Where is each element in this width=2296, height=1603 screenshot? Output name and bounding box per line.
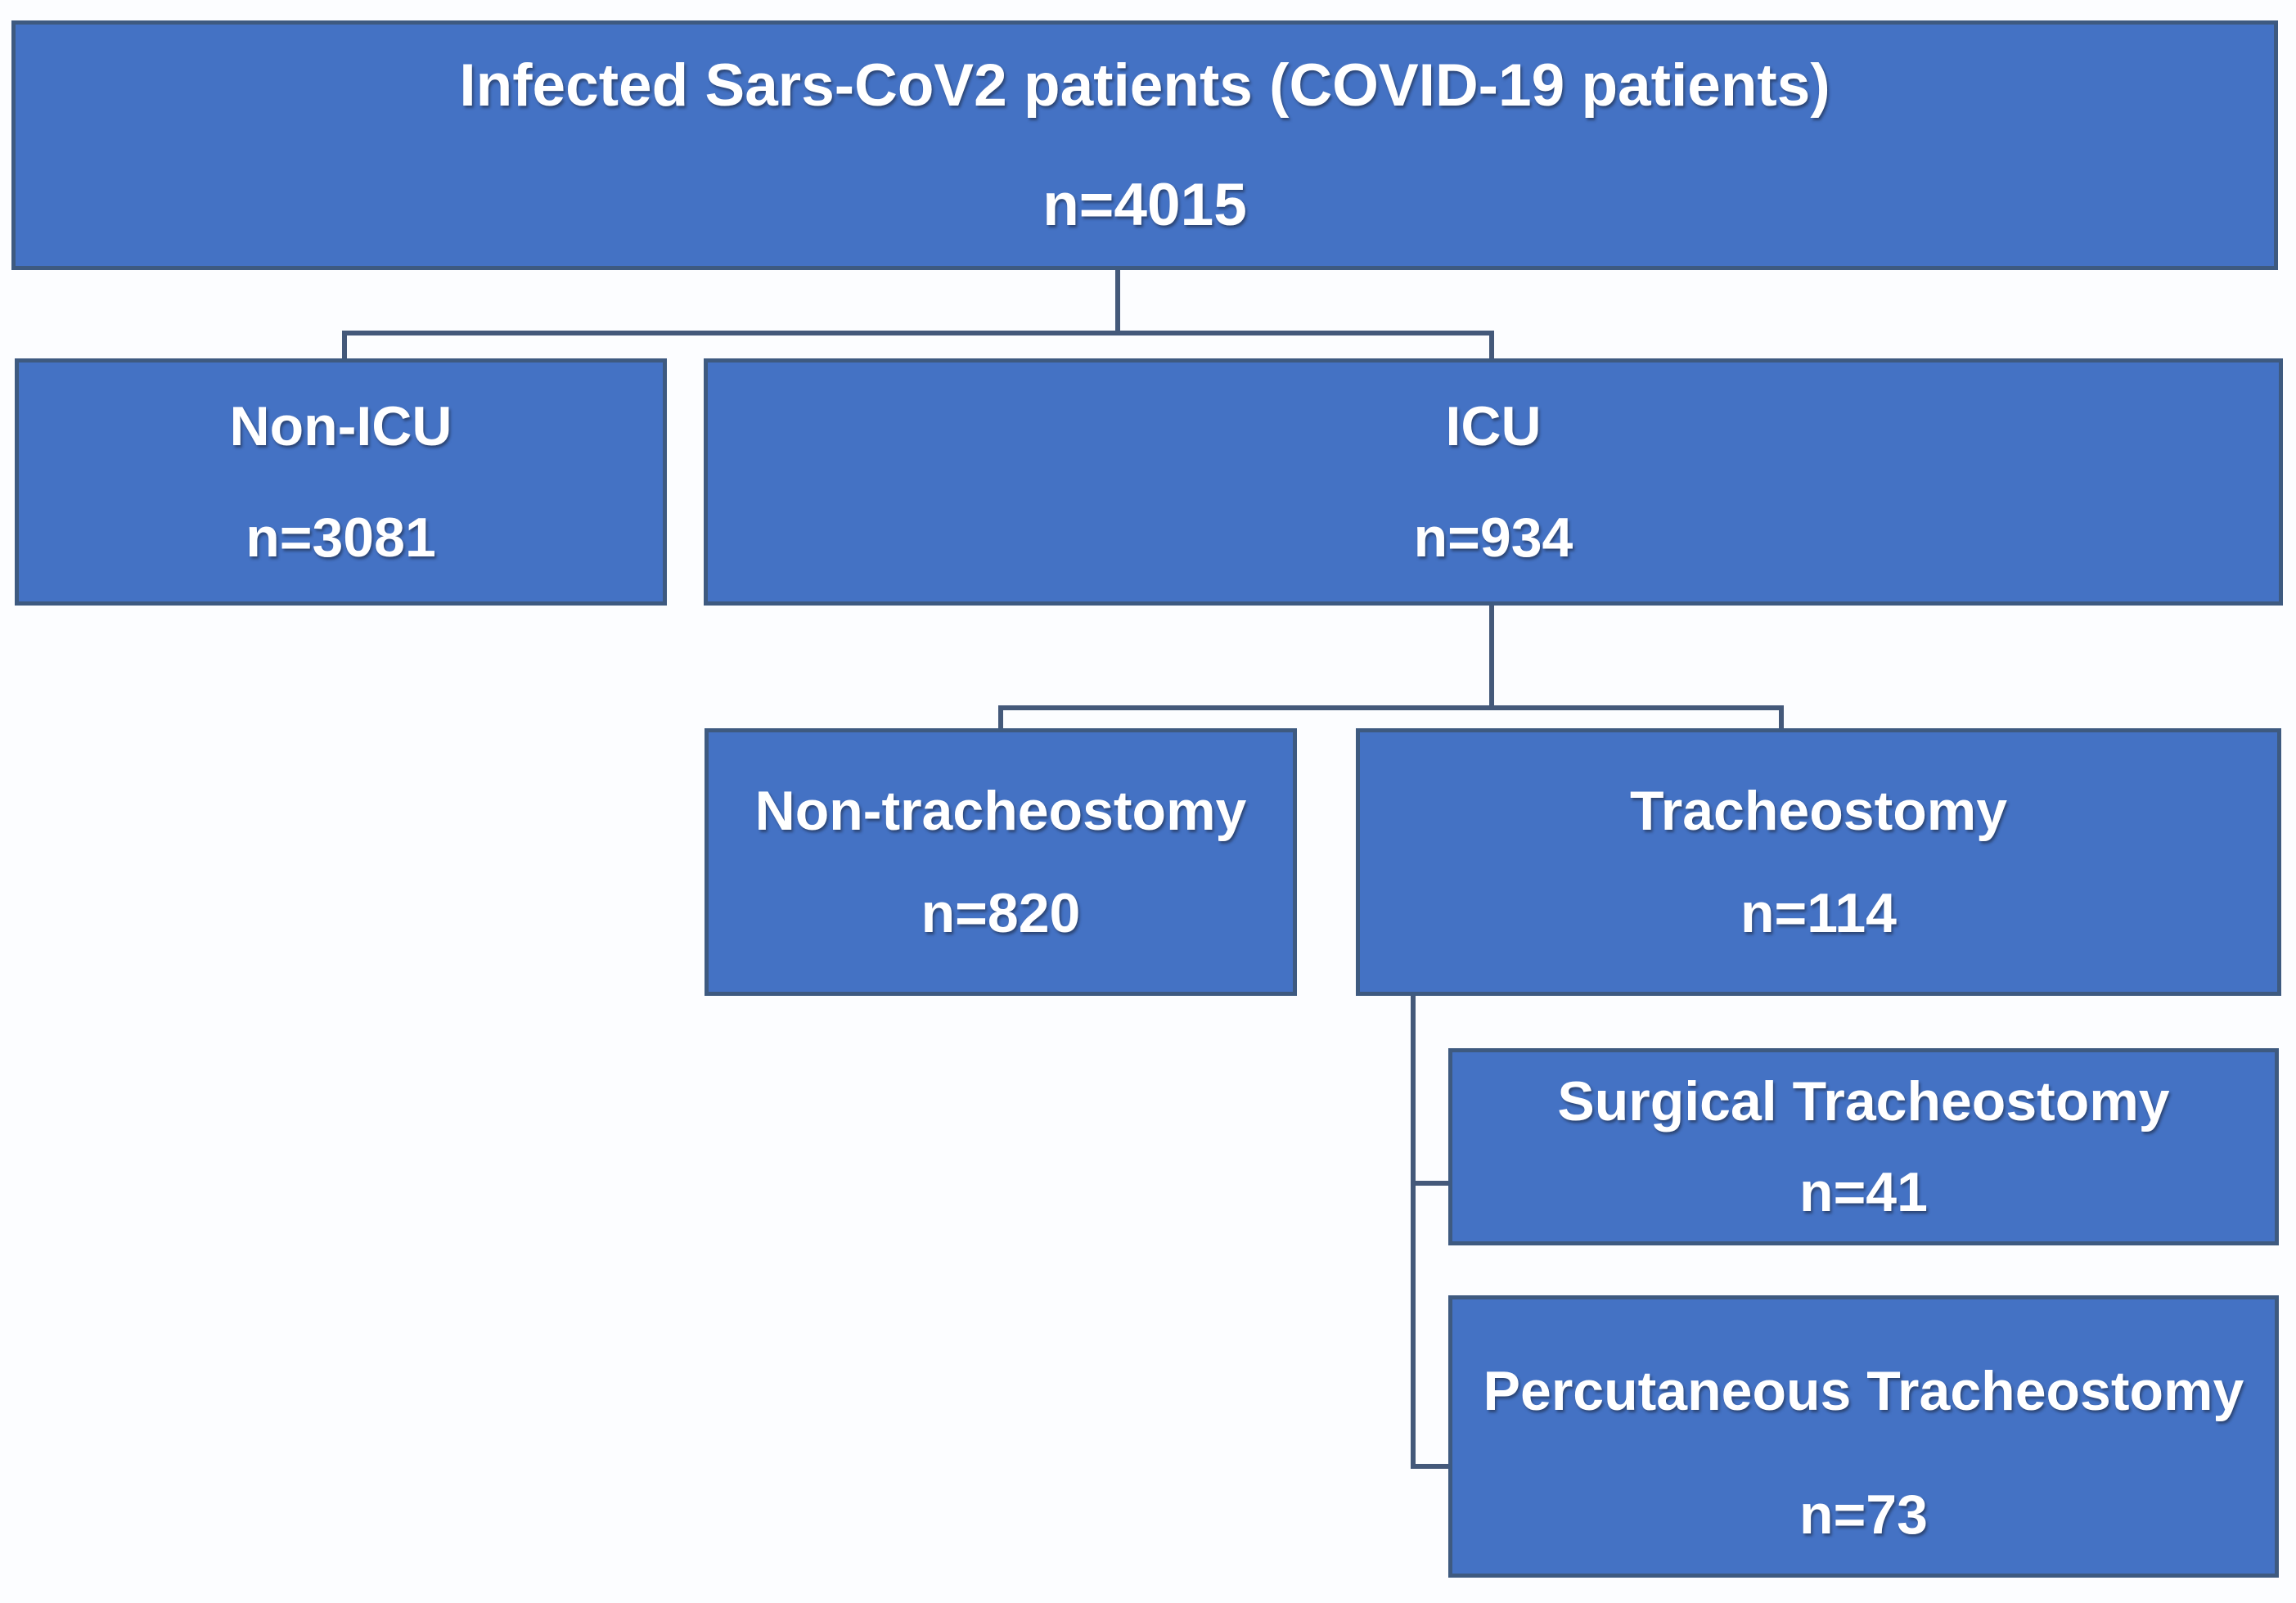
- connector-drop-non-tracheostomy: [998, 705, 1003, 732]
- node-non-tracheostomy-label: Non-tracheostomy: [754, 779, 1247, 842]
- node-root: Infected Sars-CoV2 patients (COVID-19 pa…: [11, 20, 2278, 270]
- connector-root-stem: [1115, 268, 1120, 335]
- node-non-tracheostomy: Non-tracheostomy n=820: [705, 728, 1297, 996]
- node-surgical-label: Surgical Tracheostomy: [1557, 1070, 2170, 1133]
- connector-drop-non-icu: [342, 331, 347, 362]
- node-percutaneous-count: n=73: [1799, 1483, 1928, 1546]
- node-tracheostomy-count: n=114: [1740, 882, 1897, 944]
- node-non-tracheostomy-count: n=820: [921, 882, 1081, 944]
- node-icu: ICU n=934: [704, 358, 2283, 606]
- connector-stub-percutaneous: [1411, 1464, 1453, 1469]
- connector-drop-icu: [1489, 331, 1494, 362]
- node-surgical-tracheostomy: Surgical Tracheostomy n=41: [1448, 1048, 2279, 1245]
- connector-stub-surgical: [1411, 1181, 1453, 1186]
- node-non-icu-count: n=3081: [245, 506, 436, 569]
- node-tracheostomy: Tracheostomy n=114: [1356, 728, 2281, 996]
- connector-icu-stem: [1489, 604, 1494, 710]
- connector-icu-branch: [998, 705, 1784, 710]
- node-surgical-count: n=41: [1799, 1160, 1928, 1223]
- node-non-icu: Non-ICU n=3081: [15, 358, 667, 606]
- node-root-label: Infected Sars-CoV2 patients (COVID-19 pa…: [459, 52, 1830, 119]
- node-icu-count: n=934: [1413, 506, 1573, 569]
- node-icu-label: ICU: [1445, 395, 1542, 458]
- node-non-icu-label: Non-ICU: [229, 395, 452, 458]
- connector-root-branch: [342, 331, 1494, 335]
- connector-tracheostomy-stem: [1411, 994, 1416, 1469]
- node-tracheostomy-label: Tracheostomy: [1629, 779, 2008, 842]
- connector-drop-tracheostomy: [1779, 705, 1784, 732]
- node-percutaneous-label: Percutaneous Tracheostomy: [1483, 1360, 2244, 1423]
- node-root-count: n=4015: [1042, 171, 1247, 238]
- node-percutaneous-tracheostomy: Percutaneous Tracheostomy n=73: [1448, 1295, 2279, 1578]
